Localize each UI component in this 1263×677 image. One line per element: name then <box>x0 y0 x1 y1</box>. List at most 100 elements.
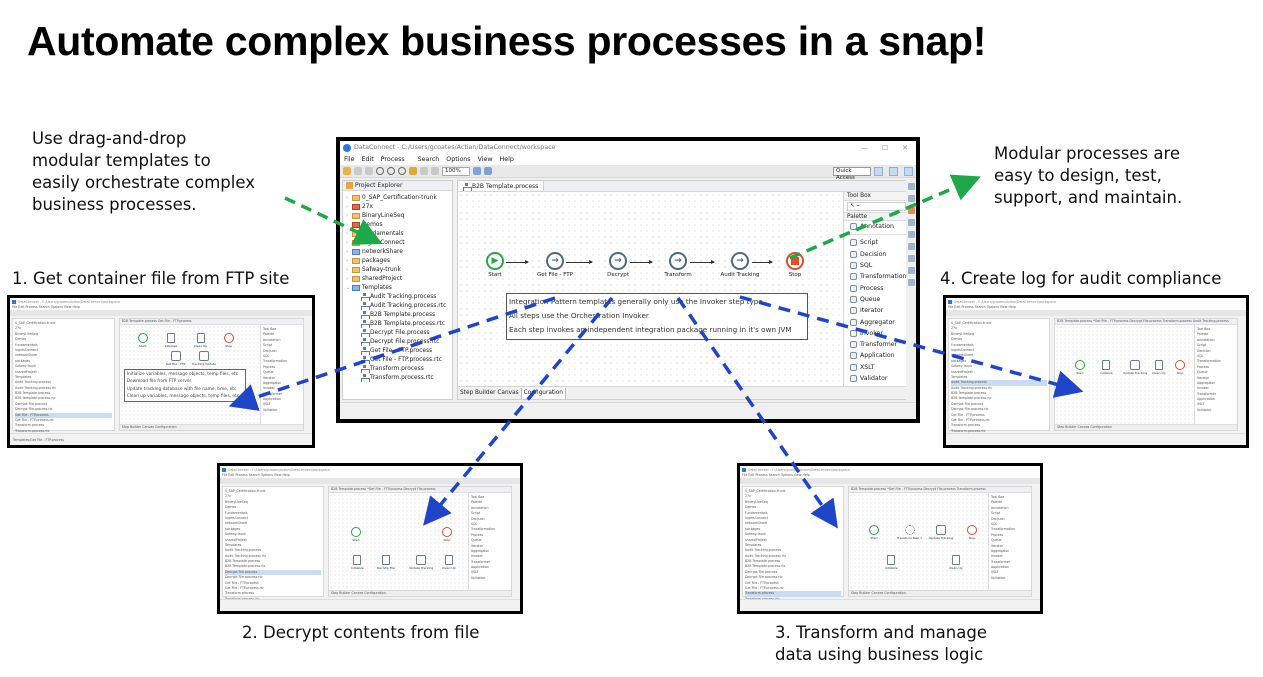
tree-file[interactable]: Transform.process <box>346 364 452 373</box>
tree-file[interactable]: Decrypt File.process <box>346 328 452 337</box>
menu-search[interactable]: Search <box>417 156 440 163</box>
view-icon[interactable] <box>907 219 915 226</box>
thumbnail-get-file-ftp: DataConnect - C:/Users/gcoates/Actian/Da… <box>7 295 315 448</box>
process-view-icon[interactable] <box>907 231 915 238</box>
minimize-icon[interactable]: — <box>860 143 868 152</box>
palette-sql[interactable]: SQL <box>844 260 909 271</box>
tree-folder[interactable]: ›0_SAP_Certification-trunk <box>346 194 437 201</box>
tree-folder[interactable]: ›BinaryLineSeq <box>346 212 405 219</box>
stop-run-icon[interactable] <box>398 167 406 175</box>
canvas-annotation[interactable]: Integration Pattern templates generally … <box>506 293 808 340</box>
process-view-icon[interactable] <box>907 255 915 262</box>
tree-folder[interactable]: ›IngresConnect <box>346 239 405 246</box>
tree-file[interactable]: Decrypt File.process.rtc <box>346 337 452 346</box>
tree-folder[interactable]: ›27x <box>346 203 373 210</box>
view-icon[interactable] <box>907 267 915 274</box>
menu-process[interactable]: Process <box>380 156 405 163</box>
tree-file[interactable]: Get File - FTP.process <box>346 346 452 355</box>
menu-view[interactable]: View <box>477 156 493 163</box>
tree-folder[interactable]: ›networkShare <box>346 248 403 255</box>
app-icon <box>12 299 16 304</box>
palette-application[interactable]: Application <box>844 350 909 361</box>
selection-tool[interactable]: ↖ ⌁ <box>847 202 906 211</box>
side-view-strip <box>906 180 916 400</box>
tree-file[interactable]: Audit Tracking.process <box>346 292 452 301</box>
node-decrypt[interactable]: → Decrypt <box>593 252 643 278</box>
perspective-icon[interactable] <box>874 166 883 176</box>
palette-transformer[interactable]: Transformer <box>844 339 909 350</box>
view-icon[interactable] <box>907 195 915 202</box>
status-bar <box>340 402 916 419</box>
validate-icon[interactable] <box>376 167 384 175</box>
palette-process[interactable]: Process <box>844 282 909 293</box>
tree-folder[interactable]: ›packages <box>346 257 390 264</box>
run-icon[interactable] <box>387 167 395 175</box>
palette-queue[interactable]: Queue <box>844 294 909 305</box>
zoom-out-icon[interactable] <box>431 167 439 175</box>
view-icon[interactable] <box>907 183 915 190</box>
grid-icon[interactable] <box>473 167 481 175</box>
tree-file[interactable]: Transform.process.rtc <box>346 373 452 382</box>
palette-transformation[interactable]: Transformation <box>844 271 909 282</box>
menu-help[interactable]: Help <box>499 156 514 163</box>
zoom-in-icon[interactable] <box>420 167 428 175</box>
tree-folder[interactable]: ›Fundamentals <box>346 230 404 237</box>
wand-icon[interactable] <box>409 167 417 175</box>
tree-file[interactable]: B2B Template.process.rtc <box>346 319 452 328</box>
close-icon[interactable]: ✕ <box>902 143 908 152</box>
tree-file[interactable]: Audit Tracking.process.rtc <box>346 301 452 310</box>
palette-annotation[interactable]: Annotation <box>844 221 909 232</box>
process-icon <box>463 182 472 191</box>
zoom-select[interactable]: 100% <box>442 166 470 176</box>
tree-file[interactable]: B2B Template.process <box>346 310 452 319</box>
node-start[interactable]: ▶ Start <box>470 252 520 278</box>
tree-folder-templates[interactable]: ⌄Templates <box>346 284 392 291</box>
menu-edit[interactable]: Edit <box>361 156 374 163</box>
palette-invoker[interactable]: Invoker <box>844 328 909 339</box>
toolbox-panel: Tool Box ↖ ⌁ Palette Annotation Script D… <box>843 192 909 388</box>
node-transform[interactable]: → Transform <box>653 252 703 278</box>
save-all-icon[interactable] <box>365 167 373 175</box>
thumbnail-audit-tracking: DataConnect - C:/Users/gcoates/Actian/Da… <box>943 295 1249 448</box>
tree-folder[interactable]: ›sharedProject <box>346 275 403 282</box>
tree-folder[interactable]: ›Safway-trunk <box>346 266 401 273</box>
tree-file[interactable]: Get File - FTP.process.rtc <box>346 355 452 364</box>
menu-file[interactable]: File <box>344 156 355 163</box>
palette-iterator[interactable]: Iterator <box>844 305 909 316</box>
node-stop[interactable]: Stop <box>770 252 820 278</box>
invoker-icon: → <box>546 252 564 270</box>
flow-connector <box>752 260 773 264</box>
node-audit-tracking[interactable]: → Audit Tracking <box>715 252 765 278</box>
view-icon[interactable] <box>907 207 915 214</box>
new-icon[interactable] <box>343 167 351 175</box>
tab-b2b-template[interactable]: B2B Template.process <box>458 181 545 191</box>
process-icon <box>361 311 370 319</box>
palette-xslt[interactable]: XSLT <box>844 362 909 373</box>
maximize-icon[interactable]: ☐ <box>881 143 889 152</box>
tab-configuration[interactable]: Configuration <box>521 387 566 399</box>
palette-script[interactable]: Script <box>844 237 909 248</box>
tree-folder[interactable]: ›Demos <box>346 221 383 228</box>
callout-line: support, and maintain. <box>994 188 1183 207</box>
app-icon <box>222 467 226 472</box>
perspective-icon[interactable] <box>904 166 913 176</box>
tab-step-builder-canvas[interactable]: Step Builder Canvas <box>458 387 522 399</box>
save-icon[interactable] <box>354 167 362 175</box>
step-builder-canvas[interactable]: ▶ Start → Get File - FTP → Decrypt → Tra… <box>458 192 842 388</box>
menu-options[interactable]: Options <box>446 156 471 163</box>
palette-aggregator[interactable]: Aggregator <box>844 316 909 327</box>
snap-icon[interactable] <box>484 167 492 175</box>
perspective-icon[interactable] <box>889 166 898 176</box>
palette-validator[interactable]: Validator <box>844 373 909 384</box>
quick-access-input[interactable]: Quick Access <box>833 166 871 181</box>
flow-connector <box>566 260 593 264</box>
step-4-label: 4. Create log for audit compliance <box>940 269 1222 288</box>
process-view-icon[interactable] <box>907 279 915 286</box>
palette-decision[interactable]: Decision <box>844 249 909 260</box>
node-get-file-ftp[interactable]: → Get File - FTP <box>530 252 580 278</box>
view-icon[interactable] <box>907 243 915 250</box>
script-icon <box>196 333 205 343</box>
flow-connector <box>690 260 715 264</box>
